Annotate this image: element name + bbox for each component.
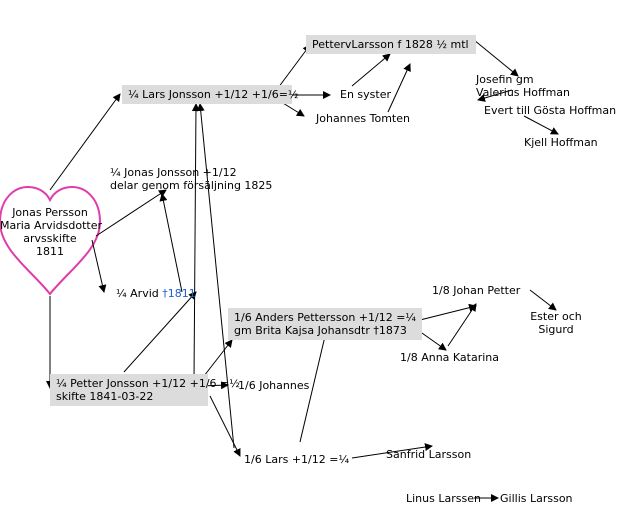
edge-petter-anders [203,339,233,377]
node-arvid: ¼ Arvid †1811 [116,287,196,300]
node-en-syster: En syster [340,88,391,101]
ester-line-2: Sigurd [538,323,574,336]
edge-lars-sanfrid [351,443,433,459]
edge-petter-lars [209,395,241,457]
origin-line-3: arvsskifte [23,232,77,245]
edge-heart-arvid [91,239,107,293]
origin-line-2: Maria Arvidsdotter [0,219,103,232]
edge-petter-lars-up [191,103,200,381]
node-evert: Evert till Gösta Hoffman [484,104,617,117]
edge-arvid-jonas [159,193,183,293]
edge-syster-petterv [351,53,391,87]
node-johannes: 1/6 Johannes [238,379,310,392]
edge-evert-kjell [523,115,559,135]
edge-anders-johanpetter [411,303,477,323]
edge-petterv-josefin [473,39,519,77]
josefin-line-2: Valerius Hoffman [476,86,571,99]
edge-lars-anders [299,331,329,443]
ester-line-1: Ester och [530,310,582,323]
edge-tomten-petterv [387,63,411,113]
node-sanfrid: Sanfrid Larsson [386,448,472,461]
node-gillis: Gillis Larsson [500,492,573,505]
node-lars: 1/6 Lars +1/12 =¼ [244,453,350,466]
petter-line-1: ¼ Petter Jonsson +1/12 +1/6 =½ [56,377,240,390]
arvid-death: †1811 [162,287,196,300]
node-lars-jonsson: ¼ Lars Jonsson +1/12 +1/6=½ [122,85,299,104]
edge-heart-jonas [95,189,167,237]
heart-icon [0,185,102,296]
node-johan-petter: 1/8 Johan Petter [432,284,521,297]
arvid-name: ¼ Arvid [116,287,163,300]
origin-couple: Jonas Persson Maria Arvidsdotter arvsski… [0,206,103,258]
node-ester-sigurd: Ester och Sigurd [526,310,586,336]
petter-line-2: skifte 1841-03-22 [56,390,154,403]
anders-line-2: gm Brita Kajsa Johansdtr †1873 [234,324,407,337]
node-josefin: Josefin gm Valerius Hoffman [476,73,570,99]
josefin-line-1: Josefin gm [476,73,534,86]
jonas-line-1: ¼ Jonas Jonsson +1/12 [110,166,237,179]
edge-anna-johanpetter [447,303,477,347]
node-anna-katarina: 1/8 Anna Katarina [400,351,500,364]
edge-josefin-evert [477,89,513,102]
node-linus: Linus Larssen [406,492,481,505]
edge-petter-lars-long [196,103,235,449]
node-petterv-larsson: PettervLarsson f 1828 ½ mtl [306,35,476,54]
edge-lars-petterv [277,44,311,89]
node-jonas-jonsson: ¼ Jonas Jonsson +1/12 delar genom försäl… [110,166,272,192]
edge-heart-lars [49,93,121,191]
node-kjell: Kjell Hoffman [524,136,598,149]
origin-line-4: 1811 [36,245,64,258]
node-anders-pettersson: 1/6 Anders Pettersson +1/12 =¼ gm Brita … [228,308,423,340]
edge-johanpetter-ester [529,289,557,311]
jonas-line-2: delar genom försäljning 1825 [110,179,273,192]
anders-line-1: 1/6 Anders Pettersson +1/12 =¼ [234,311,417,324]
node-petter-jonsson: ¼ Petter Jonsson +1/12 +1/6 =½ skifte 18… [50,374,240,406]
origin-line-1: Jonas Persson [12,206,88,219]
edge-petter-jonas [123,291,197,373]
node-johannes-tomten: Johannes Tomten [316,112,410,125]
